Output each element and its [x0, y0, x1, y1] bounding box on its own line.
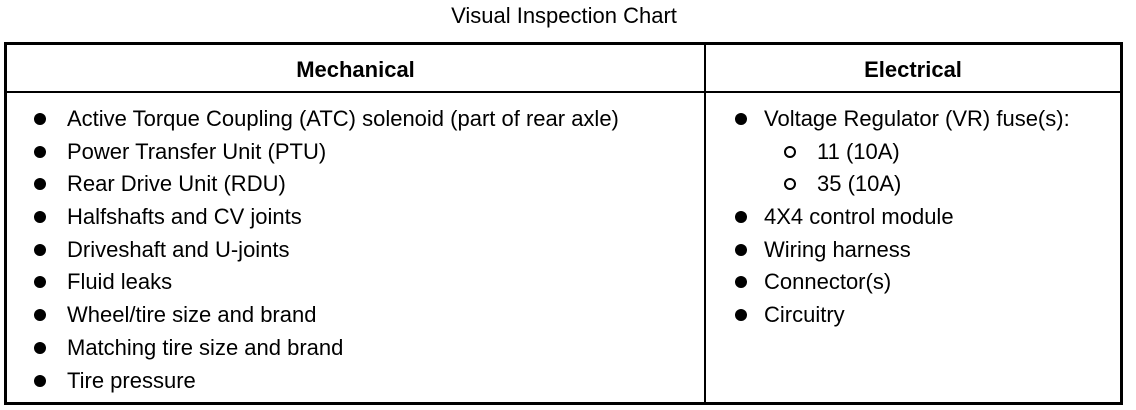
visual-inspection-table: Mechanical Electrical Active Torque Coup…	[4, 42, 1123, 405]
list-item-label: Tire pressure	[67, 367, 196, 393]
bullet-icon	[34, 374, 46, 387]
list-item: Rear Drive Unit (RDU)	[7, 168, 704, 201]
list-item: 4X4 control module	[706, 201, 1120, 234]
list-item-label: Matching tire size and brand	[67, 334, 344, 360]
bullet-icon	[735, 276, 747, 289]
bullet-icon	[34, 178, 46, 191]
list-item: Wheel/tire size and brand	[7, 299, 704, 332]
list-item-label: Active Torque Coupling (ATC) solenoid (p…	[67, 106, 619, 131]
electrical-list: Voltage Regulator (VR) fuse(s): 11 (10A)…	[706, 103, 1120, 332]
list-item-label: Rear Drive Unit (RDU)	[67, 171, 286, 197]
sub-list-item: 35 (10A)	[706, 168, 1120, 201]
list-item: Active Torque Coupling (ATC) solenoid (p…	[7, 103, 704, 136]
list-item-label: 4X4 control module	[764, 204, 954, 230]
list-item-label: Driveshaft and U-joints	[67, 236, 290, 262]
bullet-icon	[735, 113, 747, 125]
bullet-icon	[34, 341, 46, 354]
list-item: Power Transfer Unit (PTU)	[7, 136, 704, 169]
bullet-icon	[34, 113, 46, 125]
bullet-icon	[735, 211, 747, 224]
bullet-icon	[34, 309, 46, 322]
list-item: Fluid leaks	[7, 266, 704, 299]
bullet-icon	[34, 145, 46, 158]
mechanical-list: Active Torque Coupling (ATC) solenoid (p…	[7, 103, 704, 397]
bullet-icon	[735, 309, 747, 322]
bullet-icon	[735, 243, 747, 256]
column-divider	[704, 45, 706, 402]
list-item: Tire pressure	[7, 365, 704, 398]
bullet-icon	[34, 276, 46, 289]
list-item-label: Power Transfer Unit (PTU)	[67, 138, 327, 164]
list-item-label: Wheel/tire size and brand	[67, 302, 317, 328]
list-item: Wiring harness	[706, 234, 1120, 267]
bullet-icon	[34, 211, 46, 224]
list-item: Voltage Regulator (VR) fuse(s):	[706, 103, 1120, 136]
list-item: Halfshafts and CV joints	[7, 201, 704, 234]
list-item-label: Halfshafts and CV joints	[67, 204, 302, 230]
list-item-label: 35 (10A)	[817, 171, 902, 197]
list-item-label: Fluid leaks	[67, 269, 173, 295]
list-item: Matching tire size and brand	[7, 332, 704, 365]
bullet-icon	[34, 243, 46, 256]
list-item-label: 11 (10A)	[817, 138, 900, 164]
list-item: Circuitry	[706, 299, 1120, 332]
list-item: Driveshaft and U-joints	[7, 234, 704, 267]
sub-list-item: 11 (10A)	[706, 136, 1120, 169]
hollow-bullet-icon	[784, 145, 796, 158]
list-item-label: Connector(s)	[764, 269, 892, 295]
list-item-label: Circuitry	[764, 302, 845, 328]
list-item-label: Wiring harness	[764, 236, 911, 262]
hollow-bullet-icon	[784, 178, 796, 191]
list-item-label: Voltage Regulator (VR) fuse(s):	[764, 106, 1070, 131]
mechanical-column-header: Mechanical	[296, 57, 415, 82]
list-item: Connector(s)	[706, 266, 1120, 299]
chart-title: Visual Inspection Chart	[451, 3, 677, 28]
electrical-column-header: Electrical	[864, 57, 962, 82]
header-rule	[7, 91, 1120, 93]
